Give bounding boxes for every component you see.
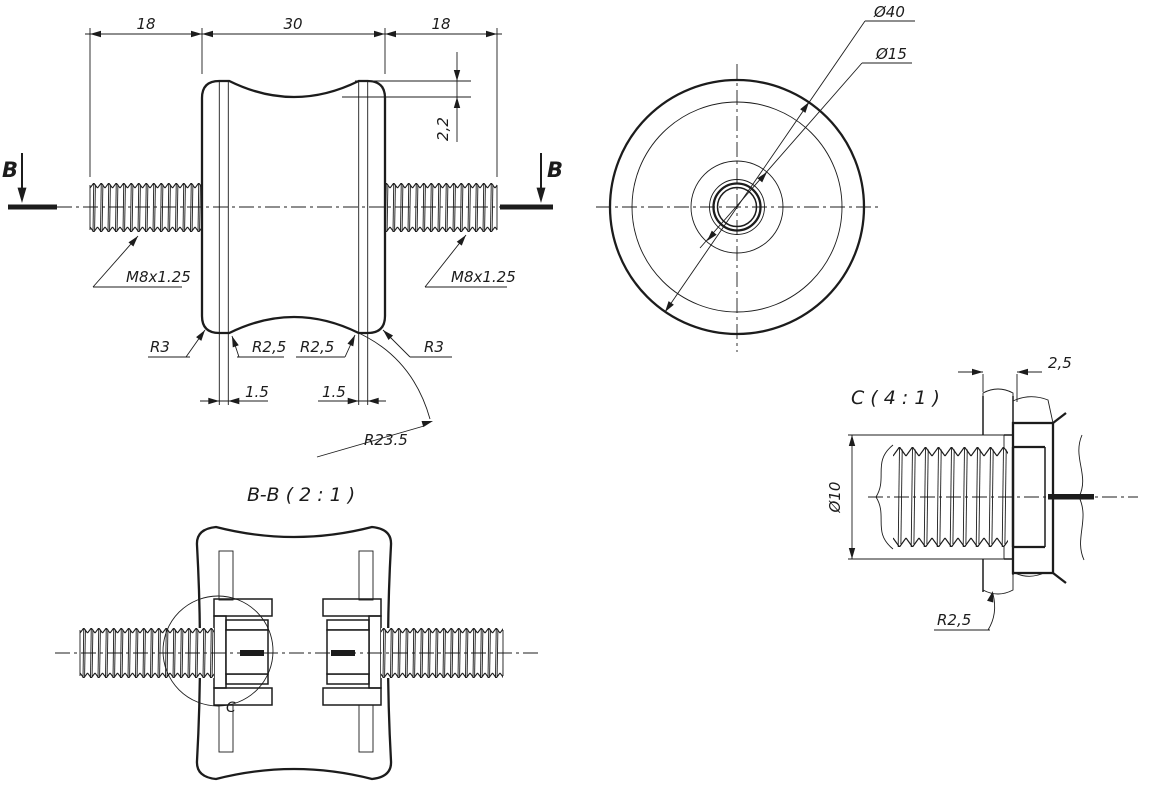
fillet-detail-label: R2,5	[937, 611, 971, 629]
dim-rim-left: 1.5	[200, 383, 269, 405]
dim-width-left: 18	[136, 15, 155, 33]
dim-width-mid: 30	[283, 15, 302, 33]
slot-top-left	[218, 550, 234, 601]
fillet-callout-detail: R2,5	[934, 590, 997, 631]
rubber-top-section	[1012, 396, 1054, 424]
thread-callout-right: M8x1.25	[424, 233, 516, 288]
slot-top-right	[358, 550, 374, 601]
cut-label-right: B	[547, 158, 563, 182]
dim-width-right: 18	[431, 15, 450, 33]
dim-plate-thickness-value: 2,5	[1048, 354, 1072, 372]
slot-bottom-right	[358, 704, 374, 753]
insert-left	[213, 598, 273, 706]
dim-groove-depth-value: 2,2	[434, 117, 452, 141]
dim-groove-radius: R23.5	[316, 329, 434, 458]
detail-title: C ( 4 : 1 )	[851, 387, 940, 409]
section-view: B-B ( 2 : 1 )	[55, 484, 540, 781]
dim-overall-widths: 18 30 18	[85, 15, 502, 177]
fillet-right-outer-label: R3	[424, 338, 444, 356]
fillet-callout-r3-right: R3	[380, 327, 452, 358]
plate-top-section	[982, 388, 1014, 436]
end-view: Ø40 Ø15	[596, 3, 915, 352]
cut-marker-right: B	[500, 153, 563, 210]
fillet-callout-r25-right: R2,5	[296, 333, 358, 358]
detail-c-circle	[162, 595, 274, 707]
dim-rim-right-value: 1.5	[322, 383, 346, 401]
dim-dia-outer: Ø40	[662, 3, 915, 314]
plate-bottom-section	[982, 558, 1014, 595]
fillet-right-inner-label: R2,5	[300, 338, 334, 356]
cut-label-left: B	[2, 158, 18, 182]
front-view: B B 18 30 18	[2, 15, 563, 458]
section-title: B-B ( 2 : 1 )	[247, 484, 355, 506]
dia-stud-label: Ø10	[826, 482, 844, 514]
dim-groove-depth: 2,2	[342, 52, 471, 142]
fillet-left-outer-label: R3	[150, 338, 170, 356]
dim-rim-left-value: 1.5	[245, 383, 269, 401]
thread-label-left: M8x1.25	[126, 268, 191, 286]
detail-c-marker: C	[226, 700, 236, 716]
cut-marker-left: B	[2, 153, 57, 210]
dim-rim-right: 1.5	[318, 383, 386, 405]
dim-dia-stud: Ø10	[826, 434, 1000, 560]
fillet-left-inner-label: R2,5	[252, 338, 286, 356]
insert-right	[322, 598, 382, 706]
dim-dia-hub: Ø15	[699, 45, 912, 249]
dia-hub-label: Ø15	[875, 45, 907, 63]
thread-label-right: M8x1.25	[451, 268, 516, 286]
dia-outer-label: Ø40	[873, 3, 905, 21]
fillet-callout-r25-left: R2,5	[228, 334, 286, 358]
groove-radius-label: R23.5	[364, 431, 408, 449]
dim-plate-thickness: 2,5	[958, 354, 1072, 402]
detail-view: C ( 4 : 1 )	[826, 354, 1138, 631]
thread-callout-left: M8x1.25	[92, 233, 191, 288]
fillet-callout-r3-left: R3	[148, 328, 208, 358]
